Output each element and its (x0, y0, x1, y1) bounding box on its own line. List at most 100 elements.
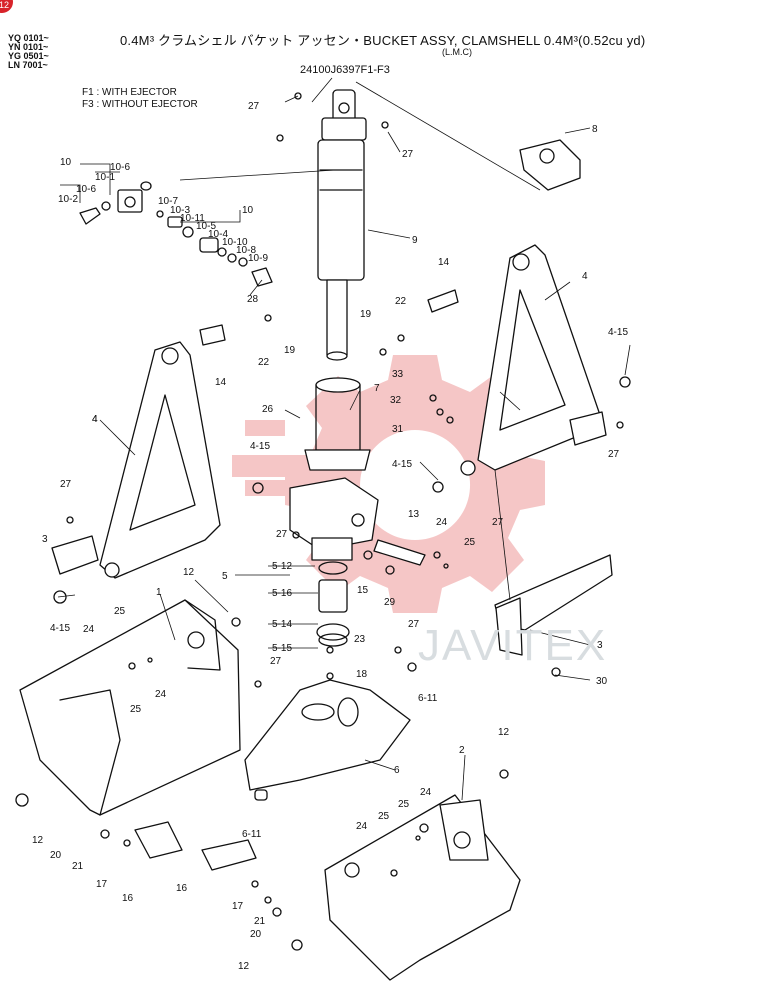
callout-5-14: 5-14 (272, 619, 293, 630)
page-number-badge: 12 (0, 0, 13, 13)
diagram-subtitle: (L.M.C) (442, 47, 472, 57)
callout-25e: 25 (378, 811, 390, 822)
callout-27g: 27 (408, 619, 420, 630)
callout-10-8: 10-8 (236, 245, 257, 256)
arm-4-right (460, 244, 607, 476)
callout-10-9: 10-9 (248, 253, 269, 264)
callout-24a: 24 (436, 517, 448, 528)
callout-4-15d: 4-15 (50, 623, 71, 634)
callout-1: 1 (156, 587, 162, 598)
callout-16b: 16 (176, 883, 188, 894)
callout-17a: 17 (96, 879, 108, 890)
callout-12c: 12 (32, 835, 44, 846)
callout-25b: 25 (114, 606, 126, 617)
callout-3b: 3 (597, 640, 603, 651)
callout-19b: 19 (284, 345, 296, 356)
callout-14b: 14 (215, 377, 227, 388)
callout-12d: 12 (238, 961, 250, 972)
assembly-part-number: 24100J6397F1-F3 (300, 64, 390, 76)
variant-note: F1 : WITH EJECTOR (82, 87, 177, 98)
callout-18: 18 (356, 669, 368, 680)
callout-5-15: 5-15 (272, 643, 293, 654)
link-3-right (494, 554, 613, 656)
callout-7: 7 (374, 383, 380, 394)
callout-12b: 12 (498, 727, 510, 738)
callout-29: 29 (384, 597, 396, 608)
callout-10b: 10 (242, 205, 254, 216)
callout-21a: 21 (72, 861, 84, 872)
callout-4-15a: 4-15 (608, 327, 629, 338)
callout-20b: 20 (250, 929, 262, 940)
callout-10-4: 10-4 (208, 229, 229, 240)
callout-10-5: 10-5 (196, 221, 217, 232)
teeth-16 (134, 821, 257, 871)
callout-4-15c: 4-15 (392, 459, 413, 470)
callout-10a: 10 (60, 157, 72, 168)
callout-21b: 21 (254, 916, 266, 927)
callout-16a: 16 (122, 893, 134, 904)
callout-33: 33 (392, 369, 404, 380)
callout-27c: 27 (608, 449, 620, 460)
callout-27e: 27 (492, 517, 504, 528)
callout-10-1: 10-1 (95, 172, 116, 183)
callout-27b: 27 (402, 149, 414, 160)
callout-12a: 12 (183, 567, 195, 578)
link-bracket-8 (519, 139, 581, 191)
pins-13-14 (199, 289, 459, 566)
diagram-title: 0.4M³ クラムシェル バケット アッセン・BUCKET ASSY, CLAM… (120, 33, 646, 48)
callout-10-7: 10-7 (158, 196, 179, 207)
callout-leader-lines (57, 77, 631, 801)
callout-2: 2 (459, 745, 465, 756)
callout-27f: 27 (276, 529, 288, 540)
callout-10-10: 10-10 (222, 237, 248, 248)
callout-8: 8 (592, 124, 598, 135)
callout-24e: 24 (356, 821, 368, 832)
callout-32: 32 (390, 395, 402, 406)
callout-5-16: 5-16 (272, 588, 293, 599)
callout-5: 5 (222, 571, 228, 582)
hydraulic-cylinder-9 (317, 89, 367, 361)
callout-17b: 17 (232, 901, 244, 912)
callout-20a: 20 (50, 850, 62, 861)
callout-10-2: 10-2 (58, 194, 79, 205)
callout-4c: 4 (92, 414, 98, 425)
callout-10-6a: 10-6 (110, 162, 131, 173)
callout-25c: 25 (130, 704, 142, 715)
serial-range: YG 0501~ (8, 51, 49, 61)
callout-27h: 27 (270, 656, 282, 667)
callout-6: 6 (394, 765, 400, 776)
callout-26: 26 (262, 404, 274, 415)
callout-4a: 4 (582, 271, 588, 282)
fittings (15, 92, 631, 951)
callout-6-11a: 6-11 (418, 693, 438, 704)
callout-10-6b: 10-6 (76, 184, 97, 195)
serial-range: LN 7001~ (8, 60, 48, 70)
callout-22a: 22 (395, 296, 407, 307)
callout-28: 28 (247, 294, 259, 305)
swivel-head-5 (289, 477, 379, 647)
callout-27d: 27 (60, 479, 72, 490)
callout-23: 23 (354, 634, 366, 645)
bucket-shell-2 (324, 794, 521, 981)
callout-14a: 14 (438, 257, 450, 268)
callout-13: 13 (408, 509, 420, 520)
callout-4-15b: 4-15 (250, 441, 271, 452)
page-number: 12 (0, 0, 9, 10)
callout-10-11: 10-11 (180, 213, 205, 224)
callout-22b: 22 (258, 357, 270, 368)
watermark-text: JAVITEX (418, 621, 608, 670)
arm-4-left (51, 341, 221, 579)
callout-25d: 25 (398, 799, 410, 810)
callout-24d: 24 (420, 787, 432, 798)
callout-15: 15 (357, 585, 369, 596)
callout-4b: 4 (92, 414, 98, 425)
callout-24c: 24 (155, 689, 167, 700)
callout-6-11b: 6-11 (242, 829, 262, 840)
callout-9: 9 (412, 235, 418, 246)
callout-30: 30 (596, 676, 608, 687)
frame-6 (244, 679, 411, 801)
serial-range: YQ 0101~ (8, 33, 49, 43)
callout-19a: 19 (360, 309, 372, 320)
